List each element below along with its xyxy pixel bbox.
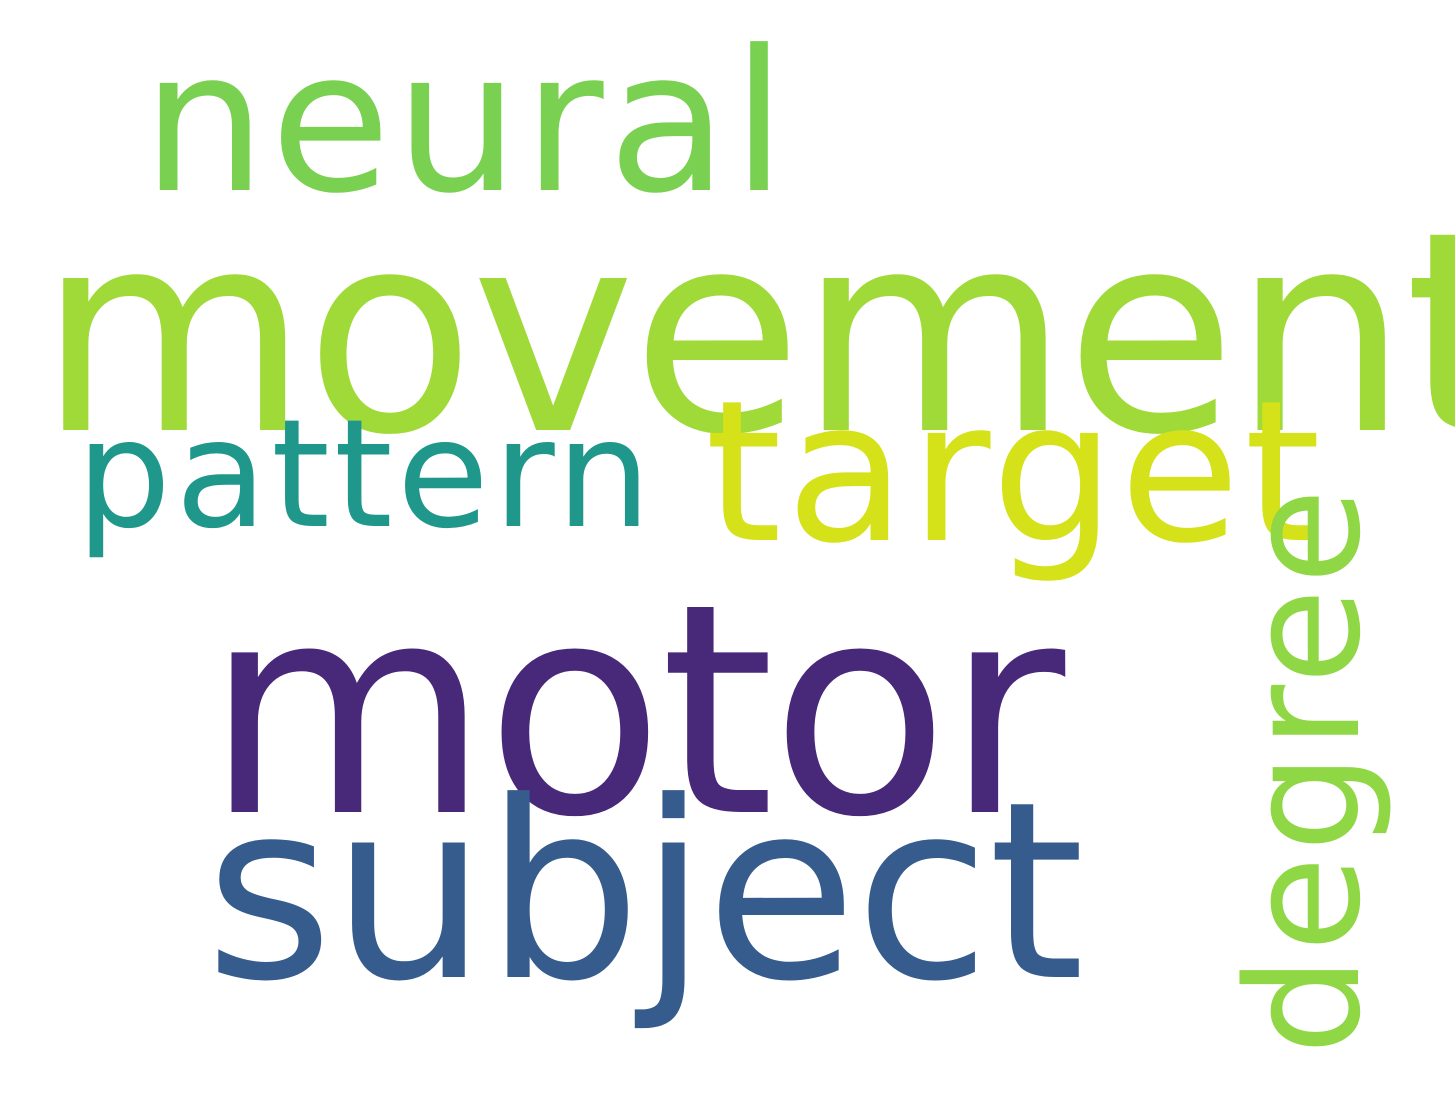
word-subject: subject — [205, 750, 1085, 1036]
word-pattern: pattern — [76, 388, 656, 562]
word-neural: neural — [142, 9, 791, 237]
word-motor: motor — [205, 541, 1065, 881]
word-target: target — [705, 359, 1325, 587]
word-movement: movement — [38, 172, 1455, 496]
word-degree: degree — [1213, 484, 1395, 1055]
